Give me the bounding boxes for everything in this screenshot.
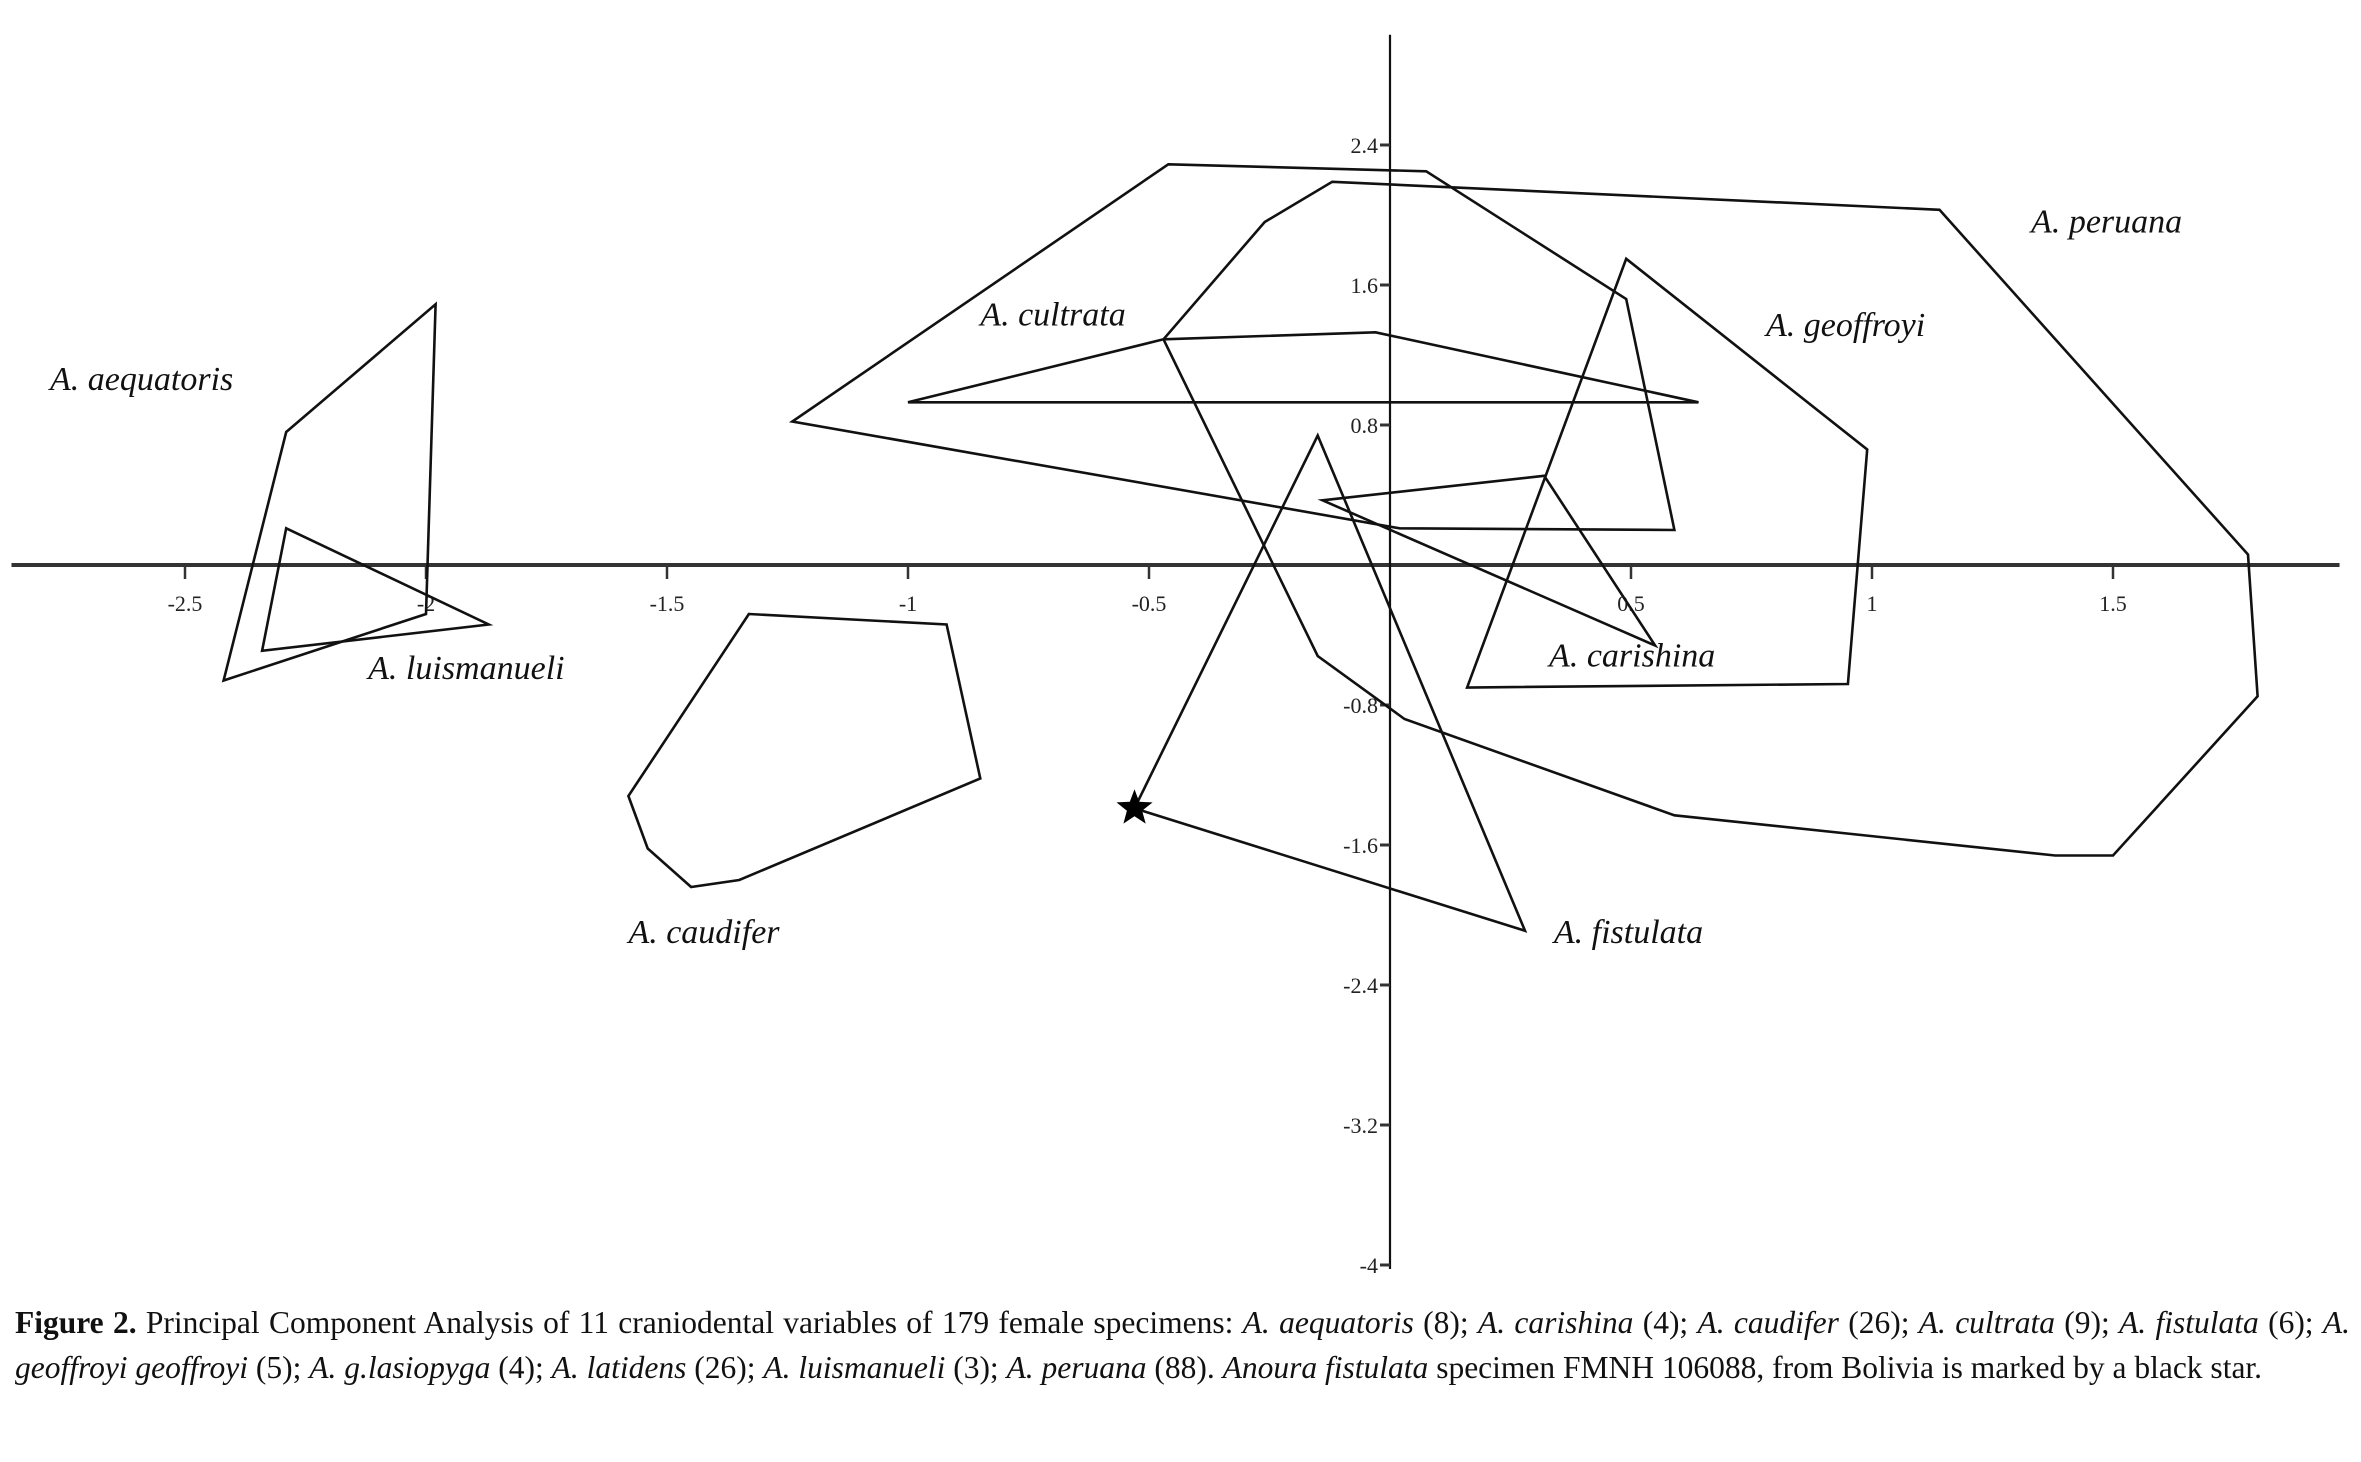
hull-unlabeled-hull: [788, 162, 1677, 532]
y-tick-label: -2.4: [1343, 973, 1378, 998]
hull-luismanueli: [260, 526, 494, 653]
y-tick-label: 2.4: [1351, 133, 1379, 158]
hull-fistulata: [1132, 432, 1528, 933]
caption-text: (4);: [490, 1350, 552, 1385]
caption-text: (8);: [1413, 1305, 1478, 1340]
caption-species: A. peruana: [1006, 1350, 1147, 1385]
species-label-peruana: A. peruana: [2029, 204, 2182, 241]
caption-species: A. caudifer: [1697, 1305, 1839, 1340]
caption-species: A. luismanueli: [763, 1350, 946, 1385]
caption-text: (88).: [1146, 1350, 1223, 1385]
hull-geoffroyi: [1465, 256, 1869, 689]
caption-text: (9);: [2054, 1305, 2120, 1340]
y-tick-label: 0.8: [1351, 413, 1379, 438]
caption-species: A. carishina: [1477, 1305, 1634, 1340]
species-hulls: [221, 162, 2259, 933]
caption-text: (26);: [1838, 1305, 1919, 1340]
y-tick-label: -3.2: [1343, 1113, 1378, 1138]
y-tick-label: -1.6: [1343, 833, 1378, 858]
caption-species: A. cultrata: [1918, 1305, 2055, 1340]
caption-text: specimen FMNH 106088, from Bolivia is ma…: [1428, 1350, 2263, 1385]
caption-text: (3);: [945, 1350, 1007, 1385]
x-tick-label: 1: [1867, 591, 1878, 616]
y-tick-label: -0.8: [1343, 693, 1378, 718]
caption-text: (26);: [686, 1350, 764, 1385]
species-label-caudifer: A. caudifer: [626, 914, 780, 951]
figure-caption: Figure 2. Principal Component Analysis o…: [15, 1300, 2350, 1390]
species-labels: A. peruana A. cultrata A. carishina A. geof…: [48, 204, 2182, 952]
species-label-carishina: A. carishina: [1547, 638, 1715, 675]
hull-aequatoris: [221, 301, 437, 683]
hull-cultrata: [907, 330, 1699, 404]
hull-carishina: [1317, 474, 1659, 649]
x-tick-label: -1: [899, 591, 917, 616]
x-tick-label: -1.5: [650, 591, 685, 616]
x-tick-label: -0.5: [1132, 591, 1167, 616]
caption-text: (4);: [1633, 1305, 1698, 1340]
caption-text: Principal Component Analysis of 11 crani…: [136, 1305, 1243, 1340]
figure-label: Figure 2.: [15, 1305, 137, 1340]
species-label-fistulata: A. fistulata: [1552, 914, 1703, 951]
y-tick-label: -4: [1360, 1253, 1378, 1278]
caption-text: (6);: [2258, 1305, 2323, 1340]
species-label-aequatoris: A. aequatoris: [48, 361, 233, 398]
hull-caudifer: [626, 612, 982, 889]
annotations: [1116, 789, 1153, 824]
caption-species: A. latidens: [551, 1350, 687, 1385]
x-tick-label: -2.5: [168, 591, 203, 616]
caption-text: (5);: [248, 1350, 310, 1385]
star-marker-icon: [1116, 789, 1153, 824]
caption-species: A. aequatoris: [1242, 1305, 1414, 1340]
x-tick-label: 1.5: [2099, 591, 2127, 616]
y-tick-label: 1.6: [1351, 273, 1379, 298]
caption-species: A. geoffroyi geoffroyi: [15, 1305, 2350, 1385]
caption-species: A. g.lasiopyga: [309, 1350, 491, 1385]
species-label-luismanueli: A. luismanueli: [366, 650, 564, 687]
caption-species: A. fistulata: [2119, 1305, 2259, 1340]
caption-species: Anoura fistulata: [1222, 1350, 1429, 1385]
species-label-geoffroyi: A. geoffroyi: [1764, 307, 1925, 344]
species-label-cultrata: A. cultrata: [978, 296, 1125, 333]
hull-peruana: [1161, 180, 2259, 857]
